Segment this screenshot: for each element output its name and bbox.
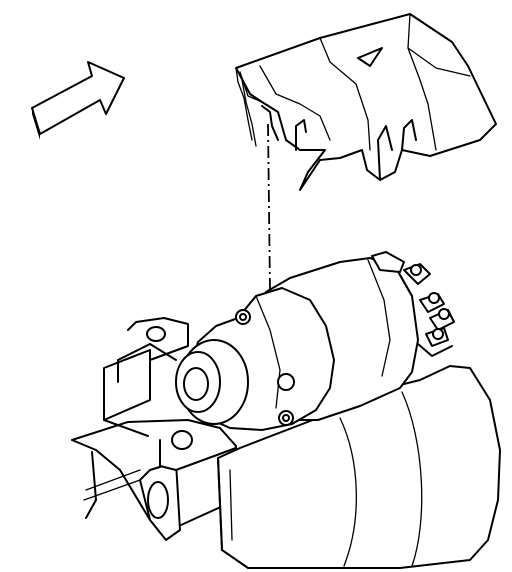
- heat-shield: [235, 13, 497, 191]
- engine-block: [71, 317, 237, 541]
- alignment-line: [267, 123, 271, 291]
- direction-arrow: [31, 61, 125, 140]
- starter-motor: [175, 251, 501, 569]
